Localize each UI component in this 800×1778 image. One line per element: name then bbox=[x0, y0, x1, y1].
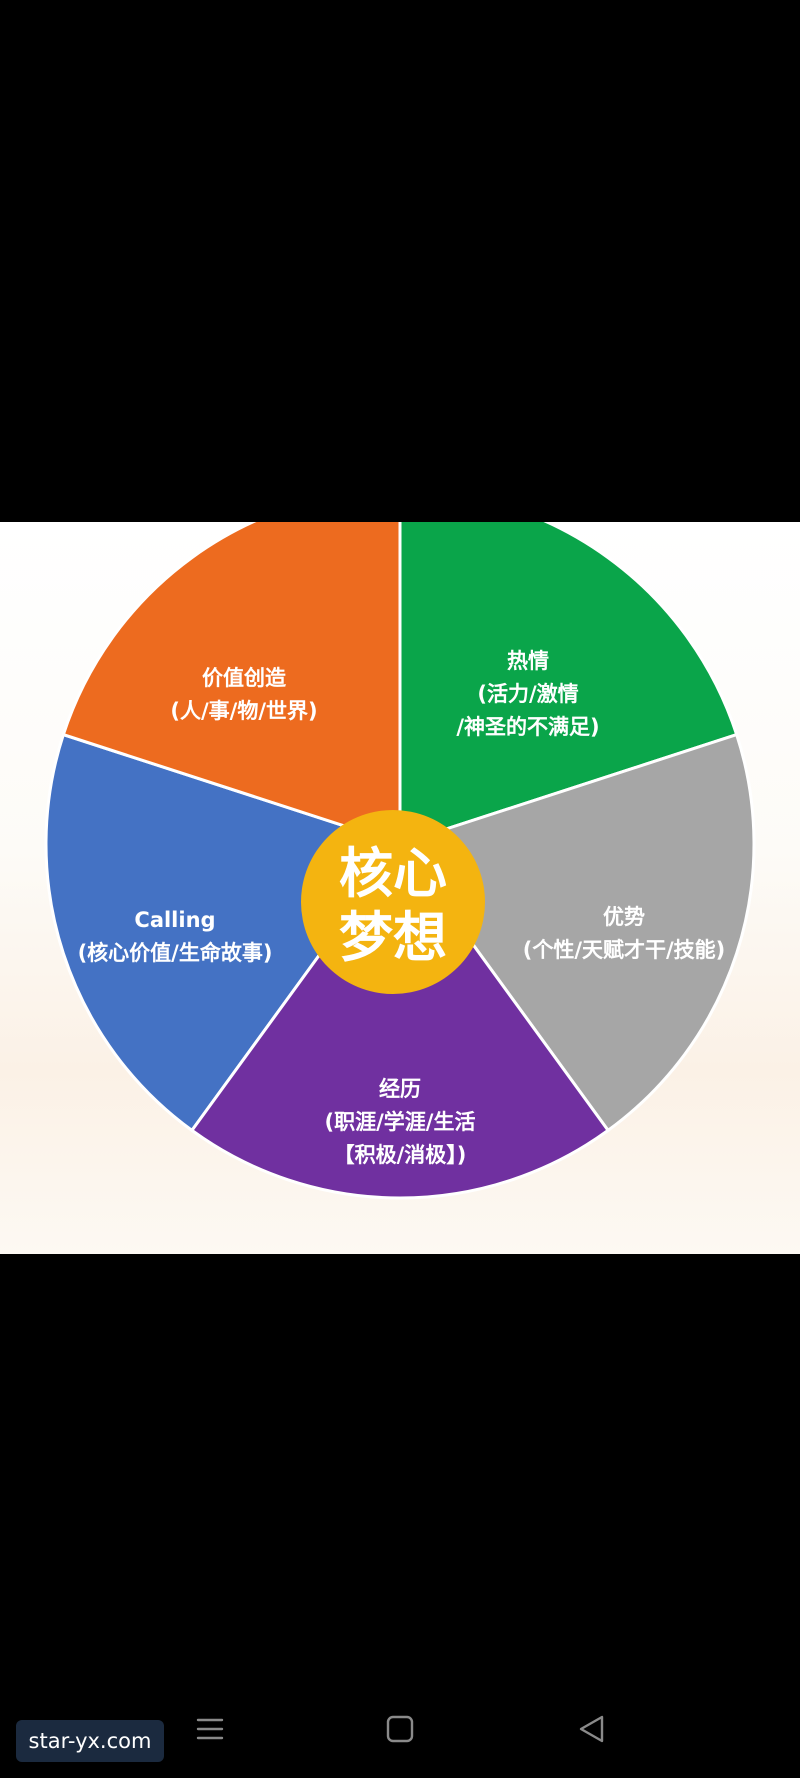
back-triangle-icon[interactable] bbox=[572, 1709, 612, 1749]
pie-diagram: 核心 梦想 价值创造 (人/事/物/世界) 热情 (活力/激情 /神圣的不满足)… bbox=[44, 522, 756, 1200]
center-label-line1: 核心 bbox=[339, 842, 447, 905]
segment-strength bbox=[398, 522, 739, 847]
segment-value-subtitle: (人/事/物/世界) bbox=[170, 699, 317, 723]
segment-calling-title: Calling bbox=[134, 908, 215, 932]
watermark-badge: star-yx.com bbox=[16, 1720, 164, 1762]
segment-passion bbox=[61, 522, 402, 847]
segment-passion-subtitle-2: /神圣的不满足) bbox=[456, 715, 599, 739]
segment-strength-subtitle: (个性/天赋才干/技能) bbox=[523, 938, 726, 962]
segment-calling bbox=[189, 841, 611, 1200]
segment-passion-subtitle: (活力/激情 bbox=[477, 682, 578, 706]
center-label-line2: 梦想 bbox=[339, 906, 447, 969]
watermark-text: star-yx.com bbox=[28, 1729, 152, 1753]
segment-strength-title: 优势 bbox=[603, 905, 645, 929]
center-circle bbox=[301, 810, 485, 994]
menu-icon[interactable] bbox=[190, 1709, 230, 1749]
segment-value-title: 价值创造 bbox=[202, 666, 287, 690]
system-navigation-bar bbox=[0, 1680, 800, 1778]
segment-passion-title: 热情 bbox=[507, 649, 549, 673]
segment-experience-subtitle-2: 【积极/消极】) bbox=[334, 1143, 467, 1167]
diagram-image: 核心 梦想 价值创造 (人/事/物/世界) 热情 (活力/激情 /神圣的不满足)… bbox=[0, 522, 800, 1254]
home-square-icon[interactable] bbox=[380, 1709, 420, 1749]
segment-calling-subtitle: (核心价值/生命故事) bbox=[78, 941, 273, 965]
segment-experience-subtitle: (职涯/学涯/生活 bbox=[325, 1110, 476, 1134]
segment-experience bbox=[397, 732, 756, 1133]
segment-value-creation bbox=[44, 732, 403, 1133]
segment-experience-title: 经历 bbox=[379, 1077, 421, 1101]
